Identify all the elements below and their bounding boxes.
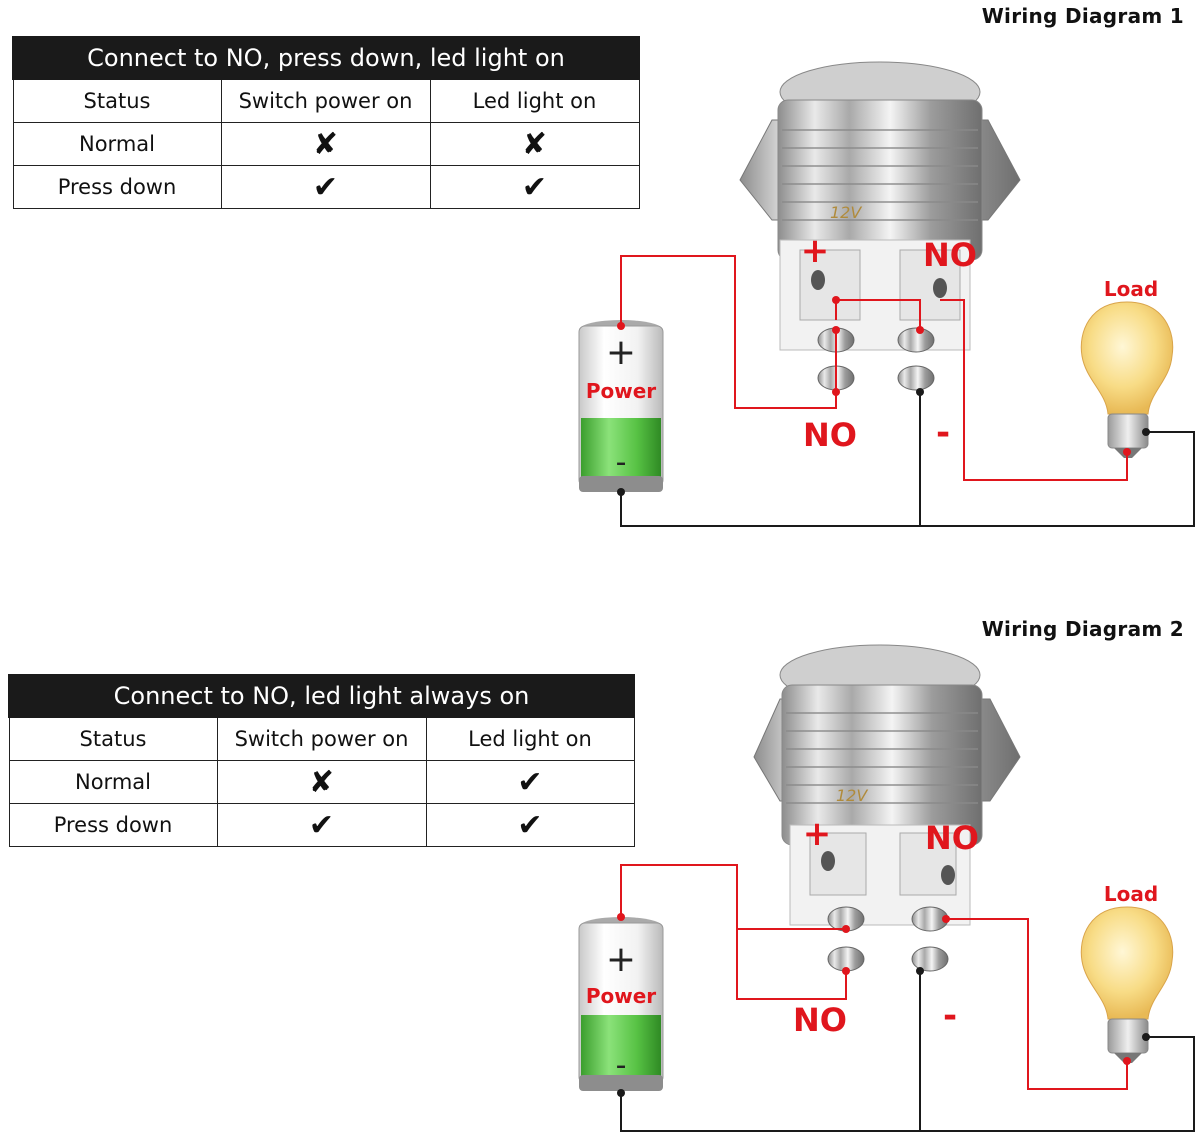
no-bottom-label: NO bbox=[793, 1001, 847, 1039]
row-status: Press down bbox=[8, 803, 218, 847]
wire-junctions bbox=[617, 296, 1131, 456]
cross-icon: ✘ bbox=[429, 122, 640, 166]
header-led-light: Led light on bbox=[425, 716, 635, 761]
table-row: Normal ✘ ✔ bbox=[8, 760, 635, 804]
switch-marking: 12V bbox=[830, 203, 862, 222]
row-status: Press down bbox=[12, 165, 222, 209]
header-status: Status bbox=[8, 716, 218, 761]
table-row: Press down ✔ ✔ bbox=[8, 803, 635, 847]
switch-marking: 12V bbox=[836, 786, 868, 805]
diagram-1-status-table: Connect to NO, press down, led light on … bbox=[12, 36, 640, 209]
diagram-1-title: Wiring Diagram 1 bbox=[981, 4, 1184, 28]
negative-wire bbox=[620, 431, 1195, 527]
negative-wire bbox=[620, 1036, 1195, 1132]
plus-label: + bbox=[801, 231, 830, 271]
check-icon: ✔ bbox=[429, 165, 640, 209]
no-top-label: NO bbox=[925, 819, 979, 857]
battery-minus-sign: - bbox=[616, 1048, 627, 1083]
row-status: Normal bbox=[8, 760, 218, 804]
light-bulb-icon: Load bbox=[1080, 882, 1174, 1063]
battery-plus-sign: + bbox=[606, 939, 636, 980]
table-row: Normal ✘ ✘ bbox=[12, 122, 640, 166]
terminal-screws bbox=[817, 327, 935, 391]
power-label: Power bbox=[586, 984, 656, 1008]
diagram-2-status-table: Connect to NO, led light always on Statu… bbox=[8, 674, 635, 847]
header-switch-power: Switch power on bbox=[216, 716, 427, 761]
check-icon: ✔ bbox=[220, 165, 431, 209]
load-label: Load bbox=[1104, 882, 1158, 906]
table-caption: Connect to NO, press down, led light on bbox=[12, 36, 640, 80]
row-status: Normal bbox=[12, 122, 222, 166]
positive-wire bbox=[620, 864, 847, 1000]
push-button-switch: 12V bbox=[753, 644, 1021, 972]
battery-plus-sign: + bbox=[606, 332, 636, 373]
wiring-diagram-2: 12V + Power - Load bbox=[578, 644, 1195, 1132]
wiring-diagram-1: 12V + Power - Load bbox=[578, 61, 1195, 527]
push-button-switch: 12V bbox=[739, 61, 1021, 391]
diagram-2-title: Wiring Diagram 2 bbox=[981, 617, 1184, 641]
no-top-label: NO bbox=[923, 236, 977, 274]
load-label: Load bbox=[1104, 277, 1158, 301]
minus-label: - bbox=[936, 413, 950, 453]
load-wire bbox=[946, 918, 1128, 1090]
header-switch-power: Switch power on bbox=[220, 78, 431, 123]
plus-label: + bbox=[803, 814, 832, 854]
battery: + Power - bbox=[578, 320, 664, 492]
check-icon: ✔ bbox=[425, 760, 635, 804]
table-row: Press down ✔ ✔ bbox=[12, 165, 640, 209]
light-bulb-icon: Load bbox=[1080, 277, 1174, 458]
no-bottom-label: NO bbox=[803, 416, 857, 454]
jumper-wire bbox=[835, 299, 921, 330]
minus-label: - bbox=[943, 996, 957, 1036]
battery: + Power - bbox=[578, 917, 664, 1091]
cross-icon: ✘ bbox=[220, 122, 431, 166]
wires bbox=[620, 864, 1195, 1132]
check-icon: ✔ bbox=[216, 803, 427, 847]
wire-junctions bbox=[617, 913, 1131, 1065]
cross-icon: ✘ bbox=[216, 760, 427, 804]
load-wire bbox=[940, 299, 1128, 481]
check-icon: ✔ bbox=[425, 803, 635, 847]
battery-minus-sign: - bbox=[616, 445, 627, 480]
table-caption: Connect to NO, led light always on bbox=[8, 674, 635, 718]
power-label: Power bbox=[586, 379, 656, 403]
